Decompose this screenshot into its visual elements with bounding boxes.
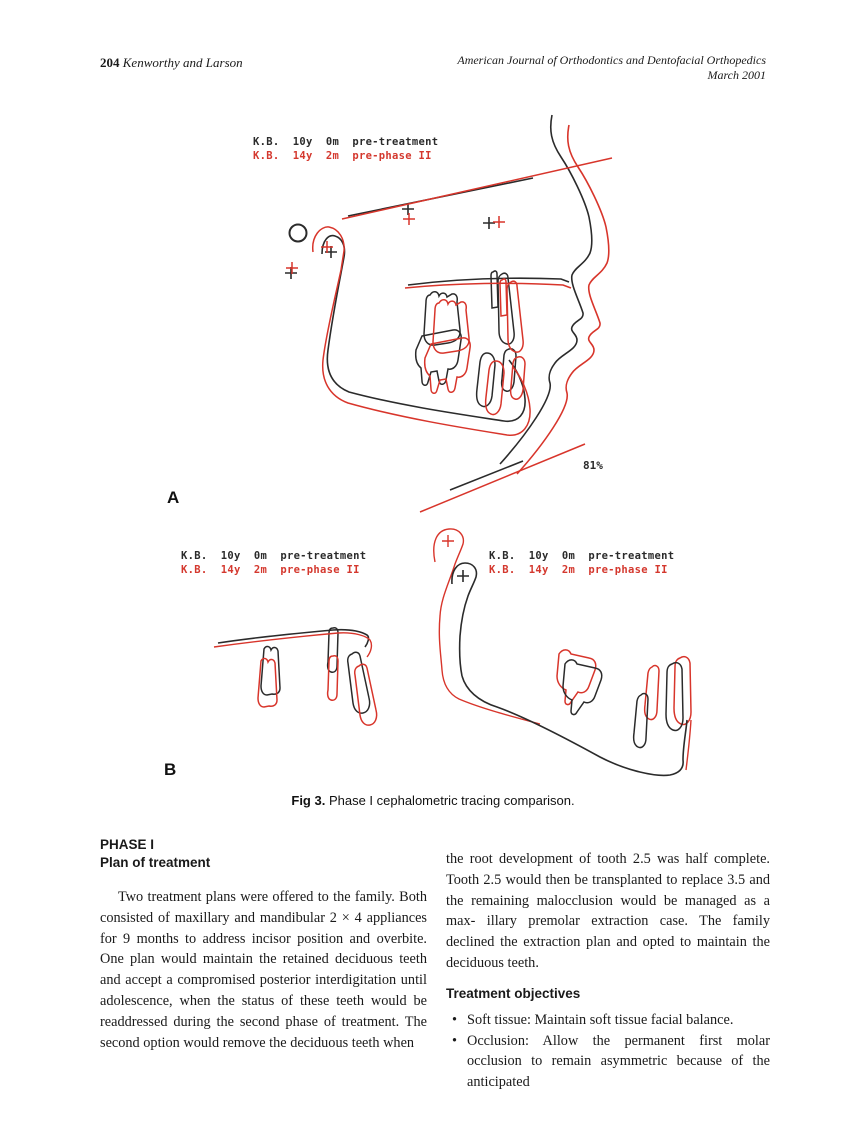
prephase2-tracing-red bbox=[285, 157, 613, 513]
figure-caption-text: Phase I cephalometric tracing comparison… bbox=[325, 793, 575, 808]
panel-a-legend-red: K.B. 14y 2m pre-phase II bbox=[253, 150, 432, 162]
mandible-red bbox=[433, 528, 692, 771]
panel-b-left-legend-black: K.B. 10y 0m pre-treatment bbox=[181, 550, 367, 562]
right-column-paragraph: the root development of tooth 2.5 was ha… bbox=[446, 851, 770, 971]
enlargement-percent-label: 81% bbox=[583, 459, 603, 472]
bullet-marker: • bbox=[452, 1011, 458, 1028]
left-column-paragraph: Two treatment plans were offered to the … bbox=[100, 889, 427, 1051]
panel-b-right-legend-red: K.B. 14y 2m pre-phase II bbox=[489, 564, 668, 576]
treatment-objectives-heading: Treatment objectives bbox=[446, 985, 581, 1001]
page-number: 204 bbox=[100, 55, 120, 70]
header-right: American Journal of Orthodontics and Den… bbox=[457, 53, 766, 83]
journal-title: American Journal of Orthodontics and Den… bbox=[457, 53, 766, 67]
facial-profile-red bbox=[516, 124, 610, 475]
right-column: the root development of tooth 2.5 was ha… bbox=[446, 849, 770, 1093]
panel-a-label: A bbox=[167, 488, 180, 507]
bullet-text: Soft tissue: Maintain soft tissue facial… bbox=[467, 1011, 734, 1028]
figure-caption: Fig 3. Phase I cephalometric tracing com… bbox=[0, 793, 866, 808]
panel-b-right-legend-black: K.B. 10y 0m pre-treatment bbox=[489, 550, 675, 562]
list-item: • Occlusion: Allow the permanent first m… bbox=[446, 1031, 770, 1093]
list-item: • Soft tissue: Maintain soft tissue faci… bbox=[446, 1010, 770, 1031]
bullet-text: Occlusion: Allow the permanent first mol… bbox=[467, 1032, 770, 1091]
cephalometric-tracing-panel-a bbox=[284, 114, 613, 513]
objectives-list: • Soft tissue: Maintain soft tissue faci… bbox=[446, 1010, 770, 1093]
left-column: PHASE I Plan of treatment Two treatment … bbox=[100, 836, 427, 1053]
panel-b-label: B bbox=[164, 760, 177, 779]
panel-b-left-legend-red: K.B. 14y 2m pre-phase II bbox=[181, 564, 360, 576]
header-left: 204 Kenworthy and Larson bbox=[100, 55, 243, 71]
figure-caption-number: Fig 3. bbox=[291, 793, 326, 808]
bullet-marker: • bbox=[452, 1032, 458, 1049]
mandible-black bbox=[451, 562, 688, 777]
issue-date: March 2001 bbox=[707, 68, 766, 82]
maxillary-tracing-panel-b-left bbox=[213, 626, 378, 726]
running-authors: Kenworthy and Larson bbox=[122, 55, 243, 70]
maxilla-red bbox=[213, 632, 373, 658]
plan-of-treatment-heading: Plan of treatment bbox=[100, 855, 211, 870]
panel-a-legend-black: K.B. 10y 0m pre-treatment bbox=[253, 136, 439, 148]
mandibular-tracing-panel-b-right bbox=[433, 528, 692, 777]
phase-heading: PHASE I bbox=[100, 837, 155, 852]
